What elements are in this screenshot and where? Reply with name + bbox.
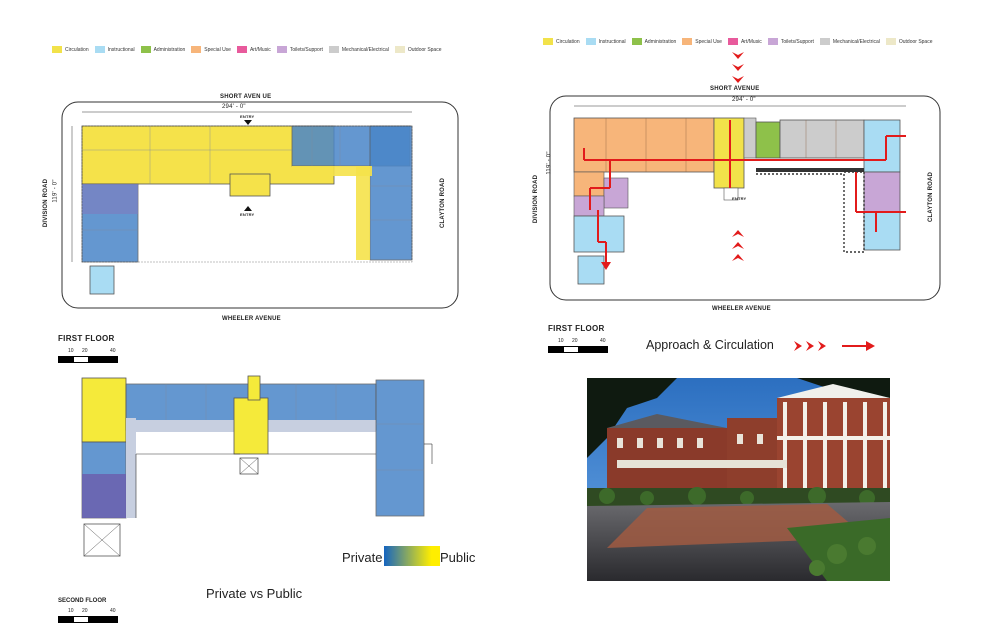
legend-item: Toilets/Support: [276, 46, 323, 53]
circulation-paths: [583, 120, 906, 264]
second-floor-plan: [81, 375, 433, 557]
dimension-width-right: 294' - 0": [732, 97, 756, 103]
legend-item: Circulation: [52, 46, 89, 53]
private-public-gradient: [384, 546, 440, 566]
road-label-division-road-left: DIVISION ROAD: [43, 178, 50, 228]
building-photo: [587, 378, 890, 581]
scale-bar-left: 10 20 40: [58, 348, 128, 363]
legend-item: Mechanical/Electrical: [819, 38, 880, 45]
legend-item: Instructional: [94, 46, 135, 53]
private-vs-public-title: Private vs Public: [206, 586, 303, 601]
road-label-clayton-road-right: CLAYTON ROAD: [928, 171, 935, 223]
legend-item: Art/Music: [236, 46, 271, 53]
road-label-clayton-road-left: CLAYTON ROAD: [440, 177, 447, 229]
road-label-division-road-right: DIVISION ROAD: [533, 174, 540, 224]
legend-item: Outdoor Space: [885, 38, 933, 45]
top-approach-arrows: [732, 52, 744, 83]
first-floor-label-left: FIRST FLOOR: [58, 334, 115, 343]
approach-circulation-title: Approach & Circulation: [646, 338, 774, 352]
legend-item: Circulation: [543, 38, 580, 45]
legend-item: Art/Music: [727, 38, 762, 45]
dimension-height-right: 119' - 0": [546, 151, 553, 175]
road-label-wheeler-avenue-right: WHEELER AVENUE: [712, 306, 771, 312]
legend-item: Administration: [140, 46, 185, 53]
dimension-height-left: 119' - 0": [52, 179, 59, 203]
entry-label-bottom-right: ENTRY: [732, 196, 747, 201]
legend-item: Mechanical/Electrical: [328, 46, 389, 53]
second-floor-label: SECOND FLOOR: [58, 598, 107, 604]
first-floor-label-right: FIRST FLOOR: [548, 324, 605, 333]
building-footprint: [81, 125, 413, 295]
first-floor-plan-left: [61, 101, 459, 309]
bottom-approach-arrows: [732, 230, 744, 261]
road-label-short-avenue-left: SHORT AVEN UE: [220, 94, 272, 100]
entry-label-top-left: ENTRY: [240, 114, 255, 119]
legend-item: Instructional: [585, 38, 626, 45]
road-label-short-avenue-right: SHORT AVENUE: [710, 86, 760, 92]
legend-item: Special Use: [682, 38, 722, 45]
legend-item: Outdoor Space: [394, 46, 442, 53]
legend-right: Circulation Instructional Administration…: [543, 38, 939, 45]
gradient-label-private: Private: [342, 550, 383, 565]
scale-bar-second: 10 20 40: [58, 608, 128, 623]
road-label-wheeler-avenue-left: WHEELER AVENUE: [222, 316, 281, 322]
legend-item: Special Use: [191, 46, 231, 53]
entry-label-bottom-left: ENTRY: [240, 212, 255, 217]
legend-item: Toilets/Support: [767, 38, 814, 45]
approach-legend-arrows: [794, 341, 875, 351]
legend-left: Circulation Instructional Administration…: [52, 46, 448, 53]
dimension-width-left: 294' - 0": [222, 104, 246, 110]
gradient-label-public: Public: [440, 550, 476, 565]
legend-item: Administration: [631, 38, 676, 45]
scale-bar-right: 10 20 40: [548, 338, 618, 353]
first-floor-plan-right: [549, 95, 941, 301]
